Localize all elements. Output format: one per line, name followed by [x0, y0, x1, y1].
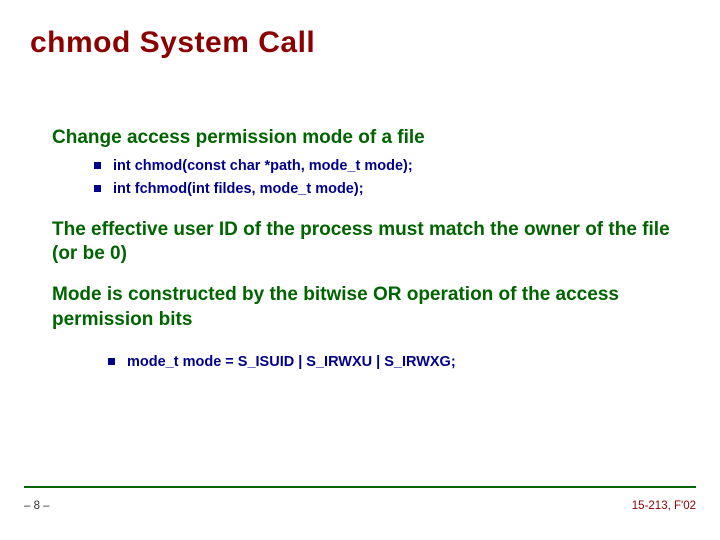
list-item: mode_t mode = S_ISUID | S_IRWXU | S_IRWX…	[52, 352, 682, 374]
footer-divider	[24, 486, 696, 488]
square-bullet-icon	[108, 358, 115, 366]
section-change-access: Change access permission mode of a file …	[52, 126, 682, 201]
section-heading: The effective user ID of the process mus…	[52, 218, 670, 265]
slide-body: Change access permission mode of a file …	[52, 126, 682, 375]
section-effective-uid: The effective user ID of the process mus…	[52, 218, 682, 267]
section-heading: Mode is constructed by the bitwise OR op…	[52, 284, 619, 330]
sub-list: mode_t mode = S_ISUID | S_IRWXU | S_IRWX…	[52, 352, 682, 374]
section-mode-construction: Mode is constructed by the bitwise OR op…	[52, 283, 682, 373]
section-heading: Change access permission mode of a file	[52, 127, 425, 148]
square-bullet-icon	[94, 162, 101, 170]
page-title: chmod System Call	[30, 26, 316, 59]
list-item: int fchmod(int fildes, mode_t mode);	[52, 179, 682, 201]
slide-number: – 8 –	[24, 500, 50, 512]
sub-list: int chmod(const char *path, mode_t mode)…	[52, 156, 682, 201]
list-item-label: mode_t mode = S_ISUID | S_IRWXU | S_IRWX…	[127, 354, 456, 371]
square-bullet-icon	[94, 185, 101, 193]
list-item-label: int fchmod(int fildes, mode_t mode);	[113, 181, 364, 198]
list-item-label: int chmod(const char *path, mode_t mode)…	[113, 158, 413, 175]
course-label: 15-213, F'02	[631, 500, 696, 512]
list-item: int chmod(const char *path, mode_t mode)…	[52, 156, 682, 178]
